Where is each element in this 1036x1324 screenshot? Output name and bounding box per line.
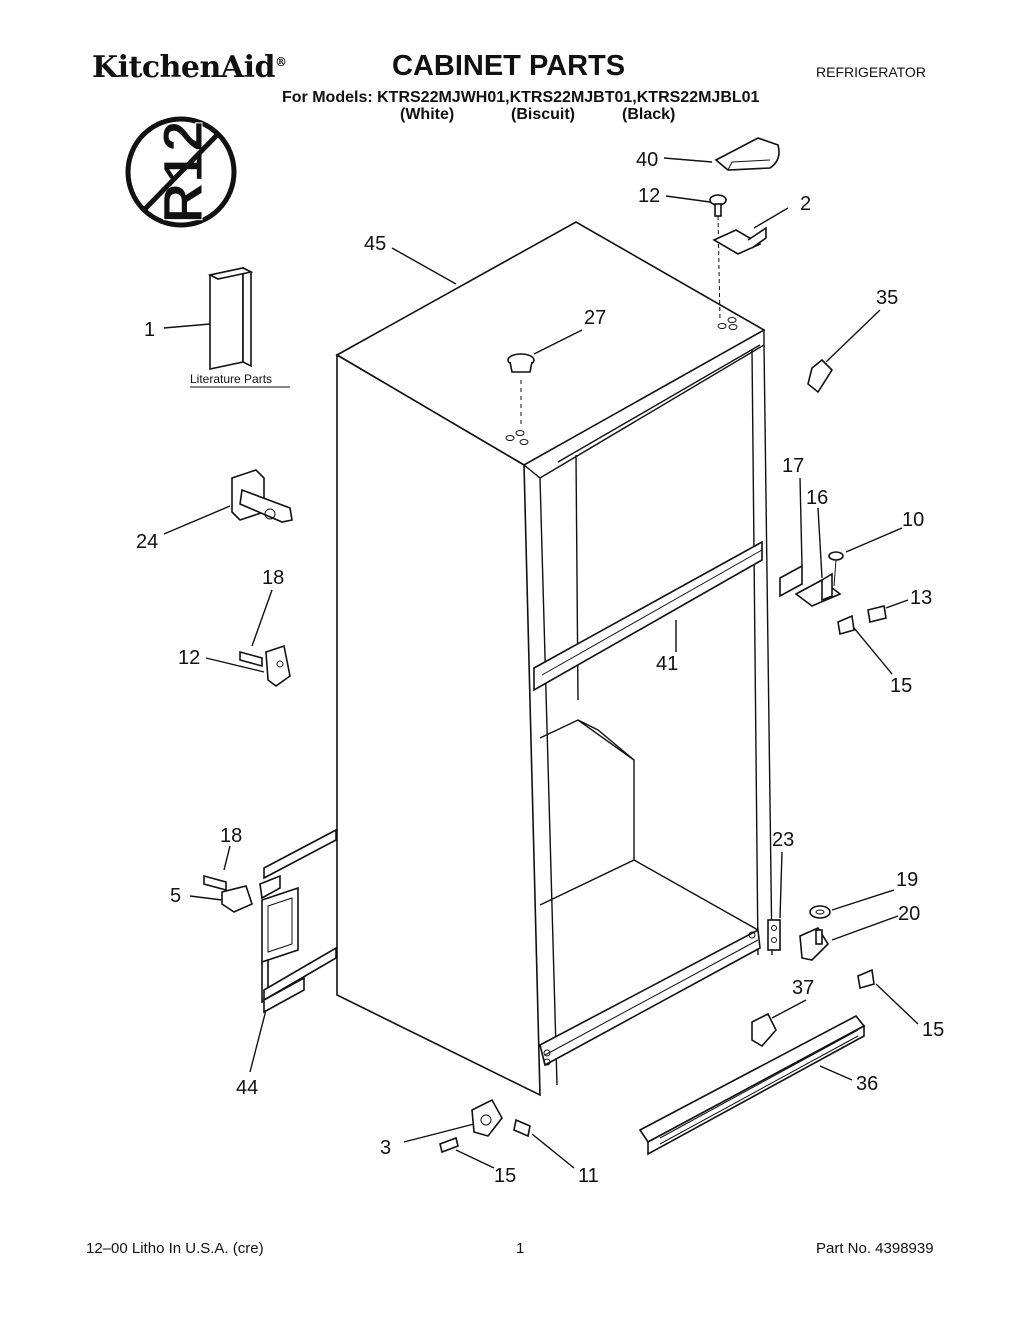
callout-45: 45 (364, 233, 386, 255)
callout-18-lower: 18 (220, 825, 242, 847)
callout-11: 11 (578, 1165, 599, 1187)
top-hinge-2 (712, 226, 767, 255)
callout-labels: 40 12 2 45 35 1 27 24 17 16 10 13 15 18 … (136, 149, 944, 1187)
literature-parts: Literature Parts (190, 266, 290, 388)
center-hinge-parts (779, 551, 844, 607)
roller-3 (439, 1098, 531, 1154)
callout-20: 20 (898, 903, 920, 925)
door-stop-12 (239, 644, 291, 687)
plug-27 (507, 353, 535, 425)
callout-17: 17 (782, 455, 804, 477)
model-list: For Models: KTRS22MJWH01,KTRS22MJBT01,KT… (282, 89, 760, 106)
hinge-cover-40 (714, 137, 780, 171)
variant-white: (White) (400, 106, 455, 123)
hinge-5 (203, 874, 253, 913)
handle-24 (231, 469, 293, 523)
callout-12: 12 (178, 647, 200, 669)
refrigerator-cabinet (335, 221, 773, 1097)
hinge-bracket-44 (259, 828, 337, 1014)
bracket-37 (751, 1012, 777, 1048)
callout-15-bottom-hinge: 15 (922, 1019, 944, 1041)
screw-top (709, 194, 727, 321)
part-number: Part No. 4398939 (816, 1240, 934, 1257)
callout-23: 23 (772, 829, 794, 851)
callout-35: 35 (876, 287, 898, 309)
callout-16: 16 (806, 487, 828, 509)
leader-lines (163, 157, 919, 1169)
bracket-35 (807, 358, 834, 394)
callout-15-right-lower: 15 (890, 675, 912, 697)
callout-24: 24 (136, 531, 158, 553)
callout-13: 15 (494, 1165, 516, 1187)
callout-15-right-upper: 13 (910, 587, 932, 609)
brand-logo: KitchenAid® (92, 50, 287, 85)
callout-18-upper: 18 (262, 567, 284, 589)
no-r12-badge: R12 (125, 116, 237, 228)
callout-5: 5 (170, 885, 181, 907)
page-number: 1 (516, 1240, 525, 1257)
callout-27: 27 (584, 307, 606, 329)
product-category: REFRIGERATOR (816, 64, 926, 80)
callout-36: 36 (856, 1073, 878, 1095)
print-info: 12–00 Litho In U.S.A. (cre) (86, 1240, 264, 1257)
bottom-hinge-20 (767, 905, 831, 961)
toe-grille-36 (638, 1014, 866, 1156)
callout-3: 3 (380, 1137, 391, 1159)
callout-19: 19 (896, 869, 918, 891)
variant-biscuit: (Biscuit) (511, 106, 575, 123)
screws-right (837, 605, 887, 990)
callout-1: 1 (144, 319, 155, 341)
callout-15-screw-top: 12 (638, 185, 660, 207)
callout-10: 10 (902, 509, 924, 531)
callout-37: 37 (792, 977, 814, 999)
callout-40: 40 (636, 149, 658, 171)
callout-41: 41 (656, 653, 678, 675)
callout-2: 2 (800, 193, 811, 215)
variant-black: (Black) (622, 106, 676, 123)
callout-44: 44 (236, 1077, 258, 1099)
page-title: CABINET PARTS (392, 50, 626, 82)
literature-label: Literature Parts (190, 372, 272, 386)
